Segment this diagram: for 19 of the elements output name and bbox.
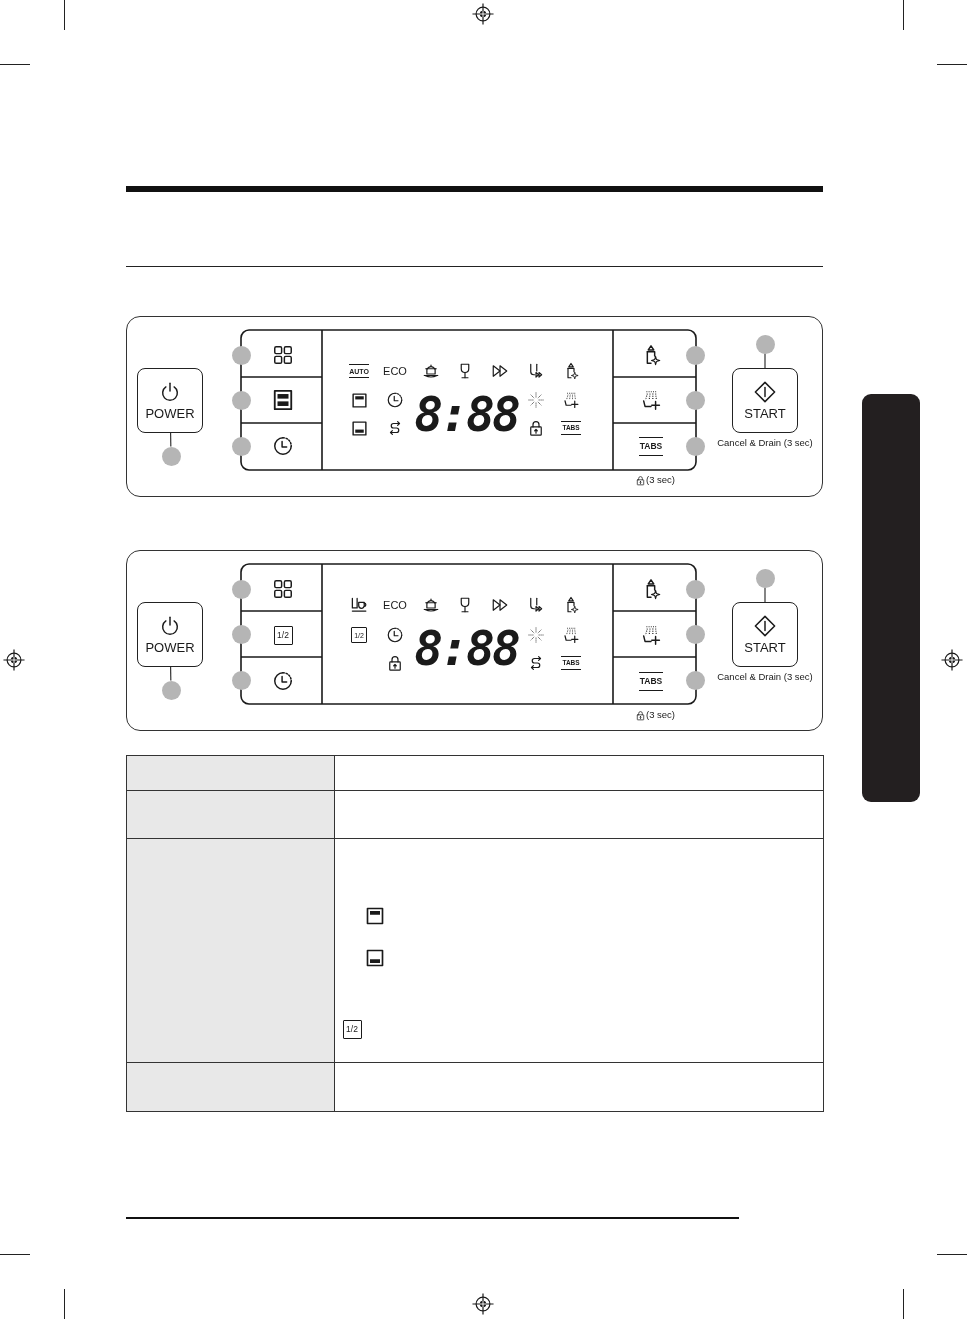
- start-button: START: [732, 368, 798, 433]
- leader-line: [764, 352, 766, 369]
- half-load-symbol: 1/2: [342, 1019, 362, 1039]
- leader-line: [170, 432, 172, 448]
- hold-time-note: (3 sec): [646, 709, 677, 721]
- power-button: POWER: [137, 368, 203, 433]
- time-display: 8:88: [413, 389, 520, 439]
- hold-time-note: (3 sec): [646, 474, 677, 486]
- button-caption: Cancel & Drain (3 sec): [716, 436, 814, 449]
- leader-line: [764, 586, 766, 603]
- time-display: 8:88: [413, 623, 520, 673]
- button-caption: Cancel & Drain (3 sec): [716, 670, 814, 683]
- eco-indicator: ECO: [382, 598, 408, 612]
- half-load-symbol: 1/2: [273, 625, 293, 645]
- leader-line: [170, 666, 172, 682]
- section-tab: [862, 394, 920, 802]
- power-button: POWER: [137, 602, 203, 667]
- start-button: START: [732, 602, 798, 667]
- eco-indicator: ECO: [382, 364, 408, 378]
